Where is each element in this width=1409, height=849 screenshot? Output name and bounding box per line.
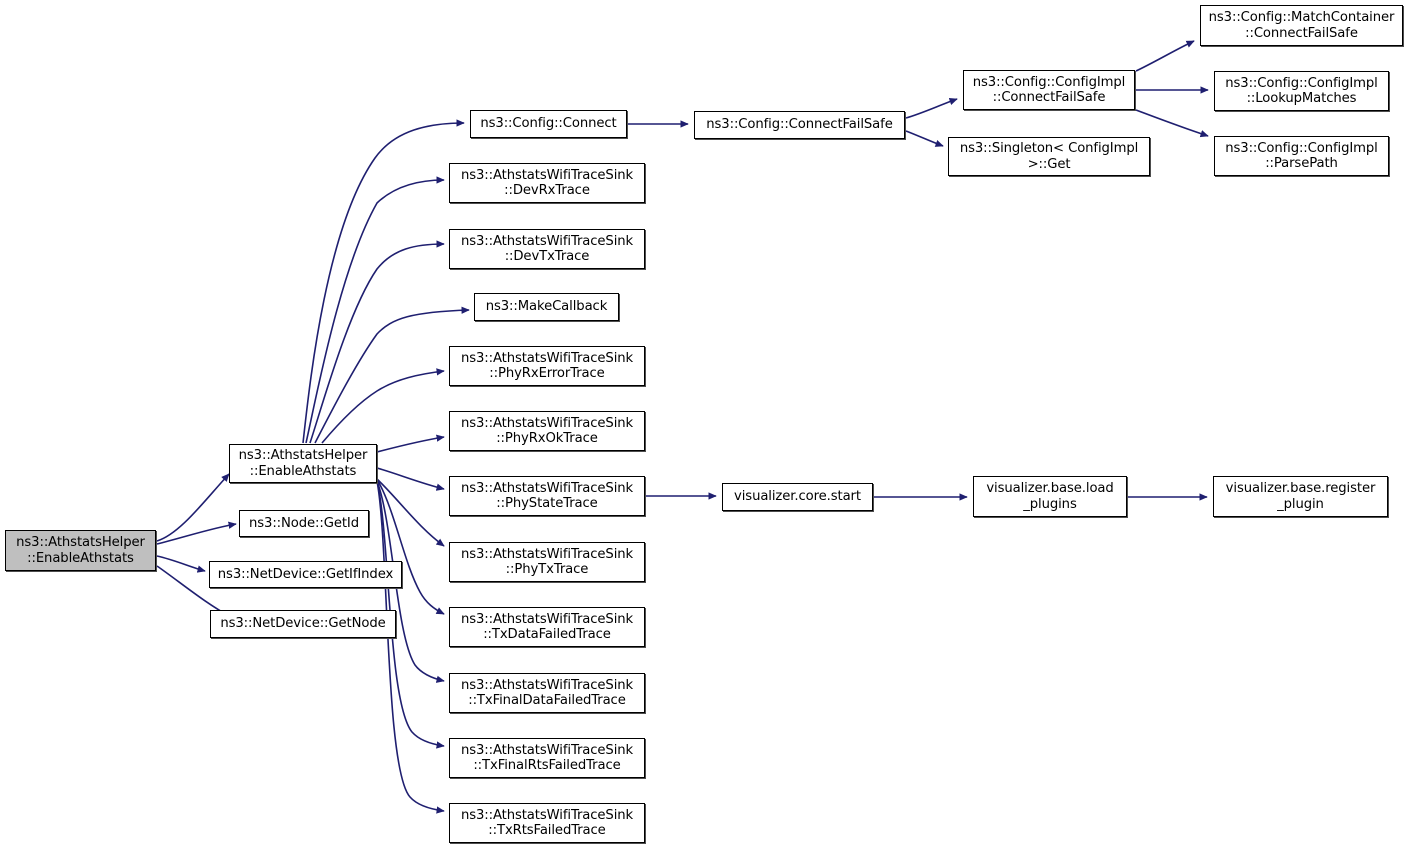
graph-node-label: ns3::AthstatsHelper ::EnableAthstats: [238, 448, 368, 479]
graph-node-label: ns3::Config::Connect: [480, 116, 617, 132]
graph-edge-enable2-to-devtx: [309, 240, 445, 444]
graph-node-label: ns3::AthstatsWifiTraceSink ::DevTxTrace: [460, 233, 634, 265]
graph-node-config_connect[interactable]: ns3::Config::Connect: [470, 110, 627, 138]
graph-node-txrtsfailed[interactable]: ns3::AthstatsWifiTraceSink ::TxRtsFailed…: [449, 803, 645, 843]
graph-node-phyrxok[interactable]: ns3::AthstatsWifiTraceSink ::PhyRxOkTrac…: [449, 411, 645, 451]
graph-edge-config_connectfail-to-singleton_get: [905, 130, 944, 147]
graph-edge-root-to-node_getid: [156, 521, 237, 545]
graph-node-makecallback[interactable]: ns3::MakeCallback: [474, 293, 619, 321]
graph-node-label: ns3::AthstatsWifiTraceSink ::TxFinalData…: [460, 677, 634, 709]
graph-node-phytx[interactable]: ns3::AthstatsWifiTraceSink ::PhyTxTrace: [449, 542, 645, 582]
graph-node-txdatafailed[interactable]: ns3::AthstatsWifiTraceSink ::TxDataFaile…: [449, 607, 645, 647]
graph-node-label: ns3::AthstatsHelper ::EnableAthstats: [16, 535, 145, 566]
graph-edge-root-to-enable2: [156, 473, 230, 542]
graph-node-label: ns3::AthstatsWifiTraceSink ::PhyRxErrorT…: [460, 350, 634, 382]
graph-node-devrx[interactable]: ns3::AthstatsWifiTraceSink ::DevRxTrace: [449, 163, 645, 203]
graph-node-label: ns3::Singleton< ConfigImpl >::Get: [959, 141, 1139, 172]
graph-node-txfinaldatafailed[interactable]: ns3::AthstatsWifiTraceSink ::TxFinalData…: [449, 673, 645, 713]
graph-node-label: ns3::AthstatsWifiTraceSink ::DevRxTrace: [460, 167, 634, 199]
graph-edge-enable2-to-config_connect: [302, 119, 465, 444]
graph-node-netdev_getnode[interactable]: ns3::NetDevice::GetNode: [210, 610, 396, 638]
graph-node-viz_core_start[interactable]: visualizer.core.start: [722, 483, 873, 511]
graph-node-lookupmatches[interactable]: ns3::Config::ConfigImpl ::LookupMatches: [1214, 71, 1389, 111]
graph-node-phystate[interactable]: ns3::AthstatsWifiTraceSink ::PhyStateTra…: [449, 476, 645, 516]
graph-node-label: visualizer.core.start: [734, 489, 861, 505]
graph-node-phyrxerror[interactable]: ns3::AthstatsWifiTraceSink ::PhyRxErrorT…: [449, 346, 645, 386]
graph-edge-enable2-to-txrtsfailed: [376, 480, 445, 814]
graph-edge-enable2-to-txdatafailed: [377, 480, 445, 615]
graph-node-node_getid[interactable]: ns3::Node::GetId: [239, 510, 369, 537]
graph-node-label: ns3::Config::ConfigImpl ::ParsePath: [1225, 140, 1378, 172]
graph-node-label: ns3::AthstatsWifiTraceSink ::PhyStateTra…: [460, 480, 634, 512]
graph-node-label: ns3::Config::MatchContainer ::ConnectFai…: [1208, 10, 1395, 41]
graph-node-singleton_get[interactable]: ns3::Singleton< ConfigImpl >::Get: [948, 137, 1150, 176]
graph-edge-enable2-to-phytx: [376, 478, 445, 547]
graph-edge-root-to-netdev_getifindex: [156, 555, 206, 573]
graph-node-label: ns3::NetDevice::GetNode: [220, 616, 386, 632]
graph-node-viz_load_plugins[interactable]: visualizer.base.load _plugins: [973, 476, 1127, 517]
graph-node-config_connectfail[interactable]: ns3::Config::ConnectFailSafe: [694, 111, 905, 139]
graph-node-enable2[interactable]: ns3::AthstatsHelper ::EnableAthstats: [229, 444, 377, 483]
graph-edge-enable2-to-phyrxerror: [321, 368, 445, 444]
graph-node-matchcontainer[interactable]: ns3::Config::MatchContainer ::ConnectFai…: [1200, 5, 1403, 46]
graph-node-devtx[interactable]: ns3::AthstatsWifiTraceSink ::DevTxTrace: [449, 229, 645, 269]
graph-node-label: ns3::AthstatsWifiTraceSink ::TxFinalRtsF…: [460, 742, 634, 774]
graph-node-label: ns3::AthstatsWifiTraceSink ::PhyRxOkTrac…: [460, 415, 634, 447]
graph-node-label: ns3::AthstatsWifiTraceSink ::TxDataFaile…: [460, 611, 634, 643]
graph-node-label: ns3::Config::ConnectFailSafe: [706, 117, 893, 133]
graph-node-label: visualizer.base.load _plugins: [986, 481, 1114, 512]
graph-edge-impl_connectfail-to-parsepath: [1135, 109, 1209, 138]
graph-node-label: ns3::Config::ConfigImpl ::ConnectFailSaf…: [972, 74, 1126, 106]
graph-node-label: ns3::MakeCallback: [485, 299, 608, 315]
graph-node-parsepath[interactable]: ns3::Config::ConfigImpl ::ParsePath: [1214, 136, 1389, 176]
graph-edge-enable2-to-phystate: [376, 467, 445, 491]
graph-edge-enable2-to-phyrxok: [376, 434, 445, 453]
graph-node-txfinalrtsfailed[interactable]: ns3::AthstatsWifiTraceSink ::TxFinalRtsF…: [449, 738, 645, 778]
graph-node-root[interactable]: ns3::AthstatsHelper ::EnableAthstats: [5, 530, 156, 571]
graph-node-netdev_getifindex[interactable]: ns3::NetDevice::GetIfIndex: [209, 561, 402, 588]
graph-edge-enable2-to-makecallback: [314, 306, 470, 444]
graph-node-impl_connectfail[interactable]: ns3::Config::ConfigImpl ::ConnectFailSaf…: [963, 70, 1135, 110]
graph-edge-config_connectfail-to-impl_connectfail: [905, 98, 958, 119]
graph-node-label: ns3::Config::ConfigImpl ::LookupMatches: [1225, 75, 1378, 107]
graph-edge-impl_connectfail-to-matchcontainer: [1135, 40, 1195, 72]
graph-edge-enable2-to-devrx: [305, 176, 445, 444]
graph-node-label: ns3::AthstatsWifiTraceSink ::TxRtsFailed…: [460, 807, 634, 839]
graph-node-viz_register_plugin[interactable]: visualizer.base.register _plugin: [1213, 476, 1388, 517]
graph-node-label: ns3::AthstatsWifiTraceSink ::PhyTxTrace: [460, 546, 634, 578]
graph-node-label: ns3::Node::GetId: [249, 515, 359, 531]
graph-node-label: ns3::NetDevice::GetIfIndex: [217, 566, 394, 582]
graph-node-label: visualizer.base.register _plugin: [1225, 481, 1376, 512]
